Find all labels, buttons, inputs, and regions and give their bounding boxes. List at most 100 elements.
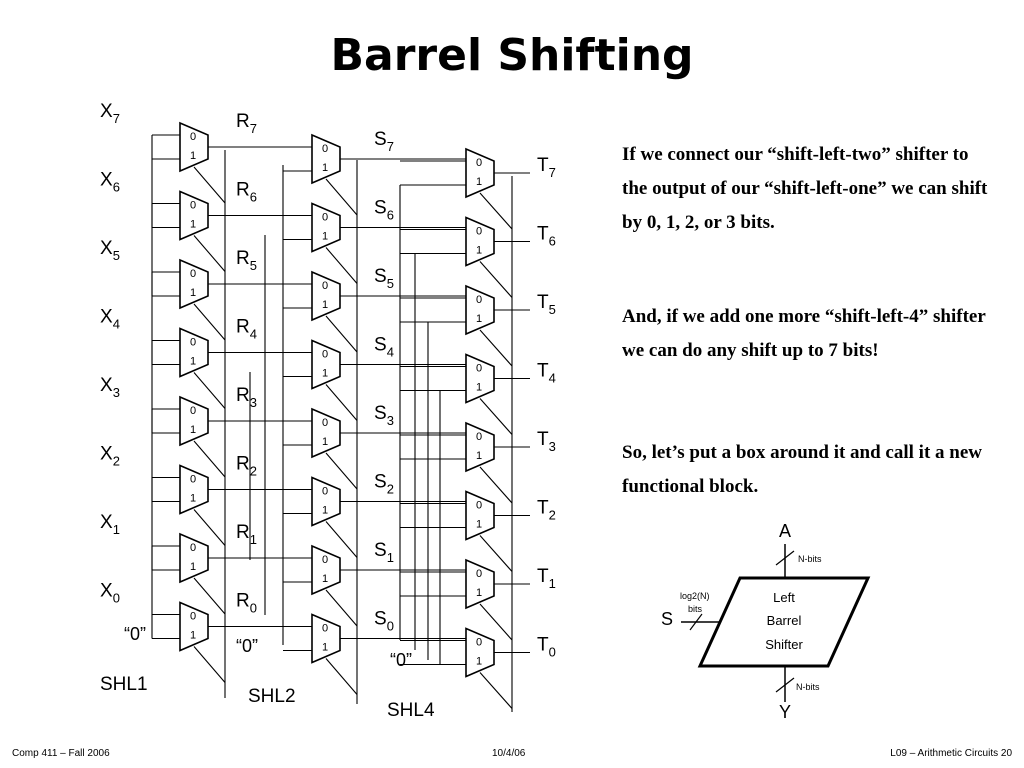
- label-x3: X3: [100, 375, 120, 400]
- shl4-mux-bit-5: 01: [465, 284, 495, 336]
- wire: [325, 315, 358, 353]
- control-shl4: SHL4: [387, 700, 435, 721]
- wire: [479, 398, 513, 435]
- mux-input-1-label: 1: [476, 519, 482, 531]
- label-x0: X0: [100, 581, 120, 606]
- wire: [193, 235, 226, 272]
- mux-input-1-label: 1: [476, 176, 482, 188]
- label-r7: R7: [236, 111, 257, 136]
- shl4-mux-bit-7: 01: [465, 147, 495, 199]
- wire: [479, 261, 513, 298]
- mux-input-0-label: 0: [190, 268, 196, 280]
- wire: [325, 247, 358, 284]
- label-r2: R2: [236, 454, 257, 479]
- label-x4: X4: [100, 307, 120, 332]
- shl4-mux-bit-1: 01: [465, 558, 495, 610]
- mux-input-0-label: 0: [322, 349, 328, 361]
- bus-width-slash: [689, 613, 703, 631]
- wire: [479, 192, 513, 230]
- shl4-mux-bit-6: 01: [465, 216, 495, 267]
- label-t6: T6: [537, 224, 556, 249]
- mux-input-1-label: 1: [476, 245, 482, 257]
- label-s3: S3: [374, 403, 394, 428]
- bus-width-slash: [775, 677, 795, 693]
- wire: [193, 303, 226, 341]
- mux-input-0-label: 0: [476, 431, 482, 443]
- mux-input-0-label: 0: [190, 200, 196, 212]
- mux-input-1-label: 1: [322, 299, 328, 311]
- label-s4: S4: [374, 335, 394, 360]
- wire: [193, 372, 226, 409]
- wire: [325, 178, 358, 216]
- shl2-mux-bit-4: 01: [311, 339, 341, 390]
- mux-input-1-label: 1: [190, 630, 196, 642]
- mux-input-0-label: 0: [322, 280, 328, 292]
- shifter-block-outline: [697, 576, 871, 668]
- mux-input-1-label: 1: [190, 150, 196, 162]
- paragraph-connect-shifters: If we connect our “shift-left-two” shift…: [622, 144, 988, 233]
- label-r6: R6: [236, 180, 257, 205]
- mux-input-1-label: 1: [190, 561, 196, 573]
- wire: [193, 646, 226, 683]
- shl4-mux-bit-0: 01: [465, 627, 495, 678]
- mux-input-0-label: 0: [190, 611, 196, 623]
- mux-input-1-label: 1: [476, 313, 482, 325]
- wire: [479, 603, 513, 641]
- label-s5: S5: [374, 266, 394, 291]
- block-label-shifter: Shifter: [765, 637, 803, 652]
- zero-input-shl4: “0”: [390, 650, 412, 670]
- block-input-a: A: [779, 521, 791, 541]
- wire: [479, 466, 513, 504]
- label-r5: R5: [236, 248, 257, 273]
- shl1-mux-bit-2: 01: [179, 464, 209, 515]
- block-s-bus-bits: bits: [688, 604, 703, 614]
- shl1-mux-bit-6: 01: [179, 190, 209, 241]
- shl2-mux-bit-7: 01: [311, 133, 341, 185]
- mux-input-1-label: 1: [190, 424, 196, 436]
- mux-input-1-label: 1: [322, 231, 328, 243]
- shl4-mux-bit-2: 01: [465, 490, 495, 541]
- mux-input-1-label: 1: [322, 573, 328, 585]
- footer-date: 10/4/06: [492, 748, 526, 759]
- footer-lecture-page: L09 – Arithmetic Circuits 20: [890, 748, 1012, 759]
- paragraph-functional-block: So, let’s put a box around it and call i…: [622, 442, 982, 497]
- shl1-mux-bit-5: 01: [179, 258, 209, 310]
- mux-input-1-label: 1: [190, 287, 196, 299]
- mux-input-0-label: 0: [190, 542, 196, 554]
- mux-input-0-label: 0: [190, 405, 196, 417]
- label-s0: S0: [374, 609, 394, 634]
- label-t4: T4: [537, 361, 556, 386]
- block-a-bus-width: N-bits: [798, 554, 822, 564]
- wire: [193, 577, 226, 615]
- wire: [193, 509, 226, 546]
- label-x1: X1: [100, 512, 120, 537]
- shl1-mux-bit-7: 01: [179, 121, 209, 173]
- wire: [325, 521, 358, 558]
- shl1-mux-bit-3: 01: [179, 395, 209, 447]
- mux-input-0-label: 0: [476, 363, 482, 375]
- wire: [193, 166, 226, 204]
- mux-input-1-label: 1: [322, 642, 328, 654]
- wire: [479, 329, 513, 367]
- mux-input-0-label: 0: [476, 637, 482, 649]
- mux-input-0-label: 0: [322, 212, 328, 224]
- mux-input-1-label: 1: [476, 450, 482, 462]
- mux-input-0-label: 0: [322, 143, 328, 155]
- mux-input-1-label: 1: [190, 493, 196, 505]
- wire: [193, 440, 226, 478]
- bus-width-slash: [775, 550, 795, 566]
- paragraph-shift-left-4: And, if we add one more “shift-left-4” s…: [622, 306, 986, 361]
- block-shift-input-s: S: [661, 609, 673, 629]
- mux-input-0-label: 0: [190, 337, 196, 349]
- label-s2: S2: [374, 472, 394, 497]
- mux-input-1-label: 1: [322, 505, 328, 517]
- block-output-y: Y: [779, 702, 791, 722]
- footer-course: Comp 411 – Fall 2006: [12, 748, 110, 759]
- label-t1: T1: [537, 566, 556, 591]
- mux-input-1-label: 1: [322, 436, 328, 448]
- mux-input-1-label: 1: [476, 382, 482, 394]
- mux-input-1-label: 1: [322, 162, 328, 174]
